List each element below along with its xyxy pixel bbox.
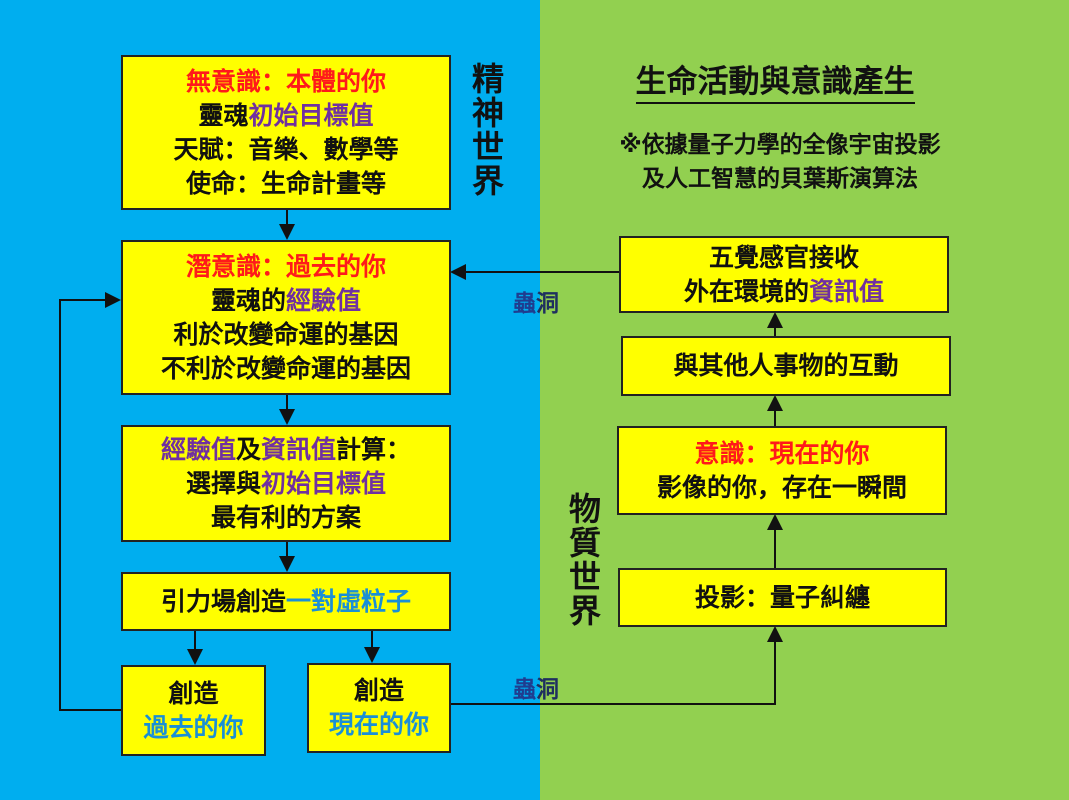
projection-box: 投影：量子糾纏 [618,568,947,627]
box-text: 投影：量子糾纏 [694,582,870,612]
box-text: 資訊值 [809,276,885,306]
calculation-box: 經驗值及資訊值計算： 選擇與初始目標值 最有利的方案 [121,425,451,542]
wormhole-char: 洞 [536,677,559,703]
gravity-box: 引力場創造一對虛粒子 [121,572,451,631]
box-text: 初始目標值 [248,100,374,130]
box-text: 過去的你 [143,712,244,742]
box-heading: 潛意識：過去的你 [185,251,386,281]
create-past-box: 創造 過去的你 [121,665,266,756]
consciousness-box: 意識：現在的你 影像的你，存在一瞬間 [617,426,947,515]
material-world-label: 物質世界 [568,490,601,630]
box-text: 經驗值 [286,285,362,315]
box-text: 計算： [336,434,412,464]
wormhole-char: 洞 [536,291,559,317]
box-text: 現在的你 [328,710,429,739]
spiritual-world-label: 精神世界 [471,60,504,200]
box-text: 五覺感官接收 [708,242,859,272]
box-text: 資訊值 [261,434,337,464]
subtitle-line: 及人工智慧的貝葉斯演算法 [642,166,918,192]
title-text: 生命活動與意識產生 [635,64,915,104]
subtitle: ※依據量子力學的全像宇宙投影 及人工智慧的貝葉斯演算法 [560,128,1000,196]
wormhole-char: 蟲 [513,677,536,703]
arrow-present-to-projection [450,626,783,705]
wormhole-label-bottom: 蟲洞 [513,670,559,704]
senses-box: 五覺感官接收 外在環境的資訊值 [619,236,949,313]
box-text: 及 [235,434,261,464]
page-title: 生命活動與意識產生 [600,56,950,104]
unconscious-box: 無意識：本體的你 靈魂初始目標值 天賦：音樂、數學等 使命：生命計畫等 [121,55,451,210]
material-world-background [540,0,1069,800]
interaction-box: 與其他人事物的互動 [621,336,951,396]
box-text: 使命：生命計畫等 [185,168,386,198]
subconscious-box: 潛意識：過去的你 靈魂的經驗值 利於改變命運的基因 不利於改變命運的基因 [121,240,451,395]
box-text: 一對虛粒子 [286,586,412,616]
arrow-past-loop [59,292,121,711]
box-text: 引力場創造 [160,586,286,616]
wormhole-label-top: 蟲洞 [513,284,559,318]
create-present-box: 創造 現在的你 [307,663,451,753]
wormhole-char: 蟲 [513,291,536,317]
box-text: 不利於改變命運的基因 [160,353,411,383]
box-text: 經驗值 [160,434,236,464]
box-text: 靈魂的 [210,285,286,315]
box-text: 利於改變命運的基因 [173,319,399,349]
box-text: 創造 [353,676,404,705]
box-text: 初始目標值 [261,468,387,498]
subtitle-line: ※依據量子力學的全像宇宙投影 [619,132,941,158]
box-text: 影像的你，存在一瞬間 [656,472,907,502]
box-text: 與其他人事物的互動 [673,351,899,380]
box-heading: 無意識：本體的你 [185,66,386,96]
box-text: 天賦：音樂、數學等 [173,134,399,164]
box-text: 靈魂 [198,100,249,130]
box-text: 創造 [168,678,219,708]
box-heading: 意識：現在的你 [694,438,870,468]
box-text: 選擇與 [185,468,261,498]
box-text: 外在環境的 [683,276,809,306]
box-text: 最有利的方案 [210,502,361,532]
